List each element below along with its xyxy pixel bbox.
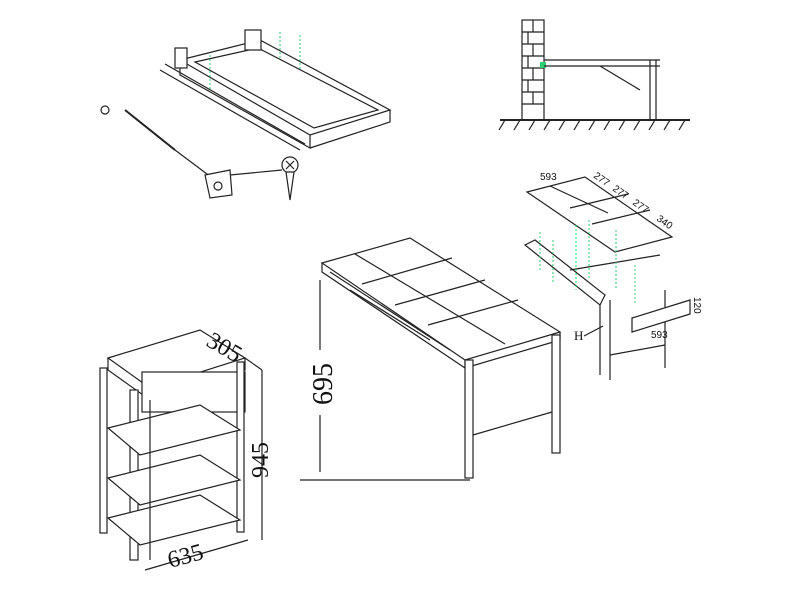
- desk-height-label: 695: [308, 363, 339, 405]
- cabinet-height-label: 945: [248, 442, 274, 478]
- wall-mount-detail: [498, 19, 690, 131]
- front-panel-height-label: 120: [691, 297, 702, 314]
- rail-frame-assembly: [159, 29, 392, 151]
- tabletop-width-label: 593: [540, 172, 557, 183]
- desk-height-dimension: 695: [300, 280, 470, 481]
- exploded-tabletop: 593 277 277 277 340 120 593 H: [523, 170, 702, 380]
- cabinet-width-label: 635: [165, 539, 207, 573]
- shelf-cabinet: [99, 329, 247, 561]
- screw-detail: [229, 156, 299, 201]
- gas-spring: [100, 105, 233, 199]
- desk-drawing: [320, 237, 562, 479]
- front-panel-width-label: 593: [651, 330, 668, 341]
- hardware-label: H: [574, 328, 583, 343]
